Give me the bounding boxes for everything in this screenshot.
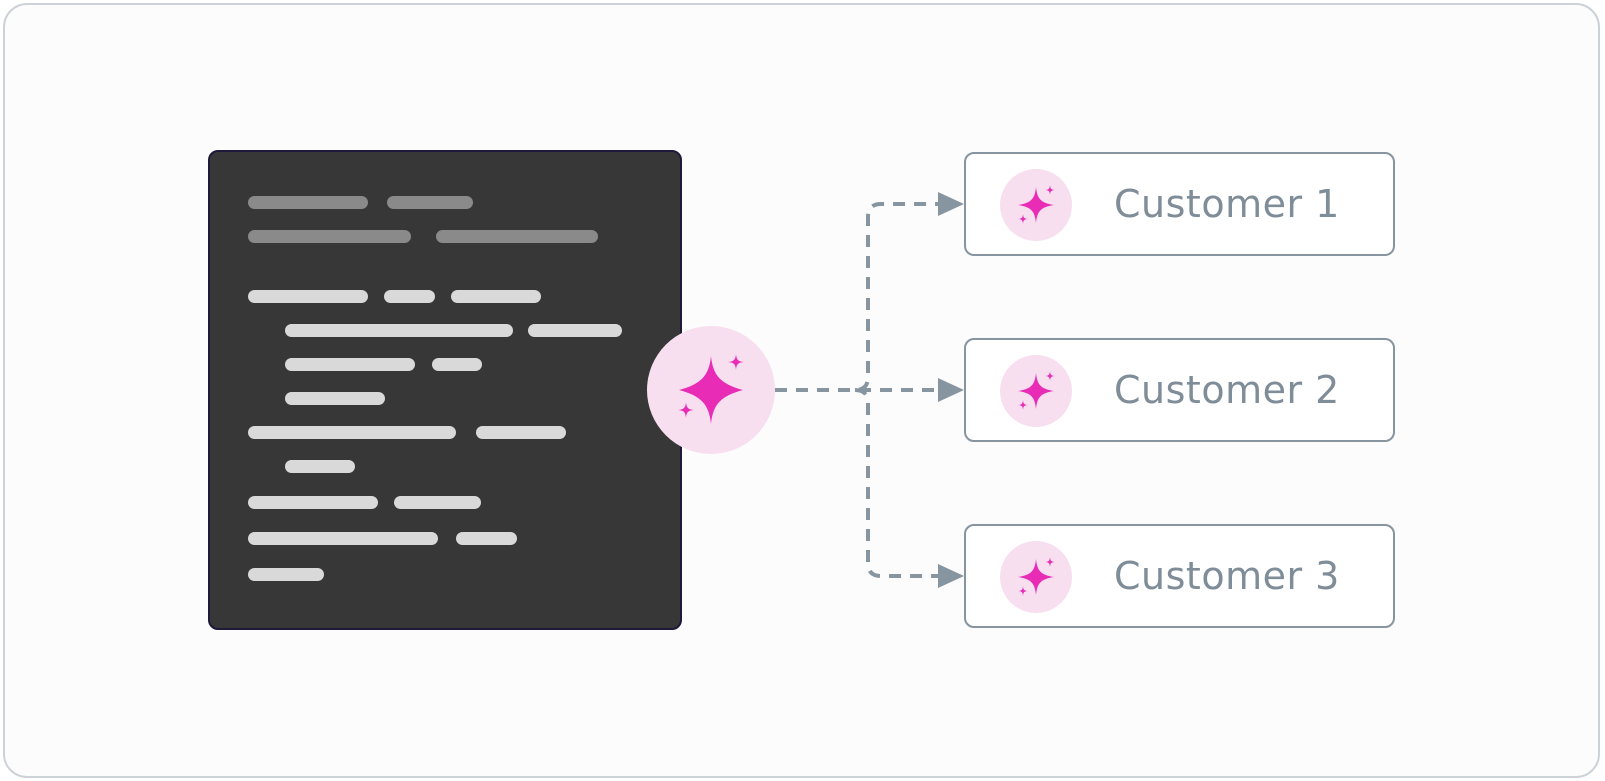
code-line — [285, 324, 513, 337]
customer-badge — [1000, 541, 1072, 613]
code-line — [248, 290, 368, 303]
arrowhead-1 — [938, 192, 964, 216]
customer-label: Customer 3 — [1114, 554, 1340, 598]
customer-label: Customer 2 — [1114, 368, 1340, 412]
ai-hub — [647, 326, 775, 454]
code-line — [394, 496, 481, 509]
code-line — [285, 392, 385, 405]
code-line — [248, 496, 378, 509]
code-line — [285, 460, 355, 473]
code-line — [528, 324, 622, 337]
connector-line-1 — [775, 202, 940, 392]
sparkle-icon — [1018, 371, 1055, 410]
code-line — [476, 426, 566, 439]
code-line — [384, 290, 435, 303]
sparkle-icon — [1018, 185, 1055, 224]
code-line — [387, 196, 473, 209]
code-line — [248, 196, 368, 209]
customer-badge — [1000, 355, 1072, 427]
code-line — [248, 426, 456, 439]
code-line — [456, 532, 517, 545]
code-line — [248, 230, 411, 243]
customer-card-3: Customer 3 — [964, 524, 1395, 628]
customer-badge — [1000, 169, 1072, 241]
code-line — [285, 358, 415, 371]
code-line — [248, 532, 438, 545]
code-editor-panel — [208, 150, 682, 630]
customer-label: Customer 1 — [1114, 182, 1340, 226]
sparkle-icon — [678, 354, 744, 424]
arrowhead-3 — [938, 564, 964, 588]
code-line — [436, 230, 598, 243]
customer-card-2: Customer 2 — [964, 338, 1395, 442]
sparkle-icon — [1018, 557, 1055, 596]
arrowhead-2 — [938, 378, 964, 402]
code-line — [248, 568, 324, 581]
connector-line-3 — [854, 388, 940, 578]
customer-card-1: Customer 1 — [964, 152, 1395, 256]
code-line — [451, 290, 541, 303]
code-line — [432, 358, 482, 371]
